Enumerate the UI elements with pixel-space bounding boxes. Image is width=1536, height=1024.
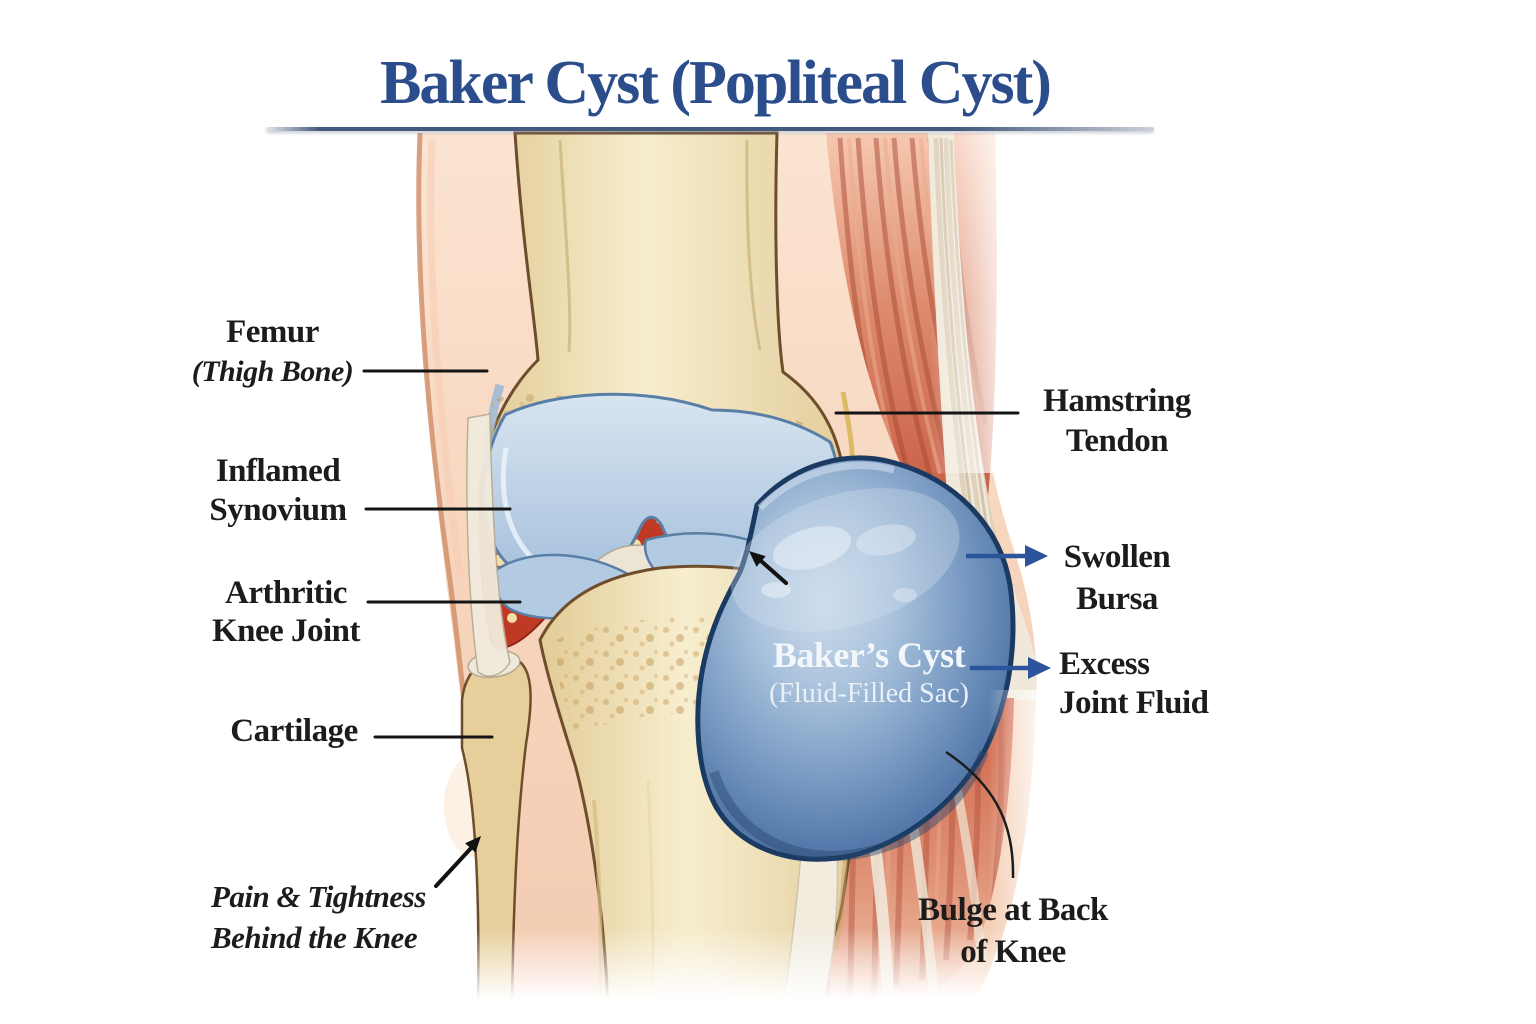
label-hamstring-tendon: Hamstring Tendon (1043, 383, 1191, 459)
label-arthritic-knee-joint: Arthritic Knee Joint (211, 575, 361, 649)
label-swollen-bursa: Swollen Bursa (1063, 539, 1171, 617)
label-bulge-at-back: Bulge at Back of Knee (918, 892, 1108, 970)
bakers-cyst-shape (695, 455, 1016, 862)
label-inflamed-synovium: Inflamed Synovium (209, 453, 347, 528)
label-pain-tightness: Pain & Tightness Behind the Knee (211, 879, 426, 955)
edge-fades (395, 133, 1060, 1024)
femur-detail: (Thigh Bone) (191, 355, 354, 388)
label-cartilage: Cartilage (230, 713, 358, 749)
label-excess-joint-fluid: Excess Joint Fluid (1059, 646, 1209, 721)
bulge-leader-curve (945, 750, 1015, 879)
label-bakers-cyst: Baker’s Cyst (Fluid-Filled Sac) (737, 633, 1001, 711)
bakers-cyst-name: Baker’s Cyst (772, 635, 966, 675)
label-femur: Femur (Thigh Bone) (150, 312, 395, 392)
swollen-bursa-arrow (966, 545, 1048, 567)
femur-name: Femur (226, 314, 319, 350)
page-title: Baker Cyst (Popliteal Cyst) (380, 49, 1052, 117)
excess-fluid-arrow (970, 657, 1051, 679)
pain-arrow (434, 836, 481, 888)
fluid-flow-arrow (749, 551, 788, 585)
bakers-cyst-detail: (Fluid-Filled Sac) (769, 678, 969, 709)
leader-lines (362, 369, 1020, 739)
collateral-ligament (466, 413, 511, 677)
title-divider (266, 127, 1154, 131)
